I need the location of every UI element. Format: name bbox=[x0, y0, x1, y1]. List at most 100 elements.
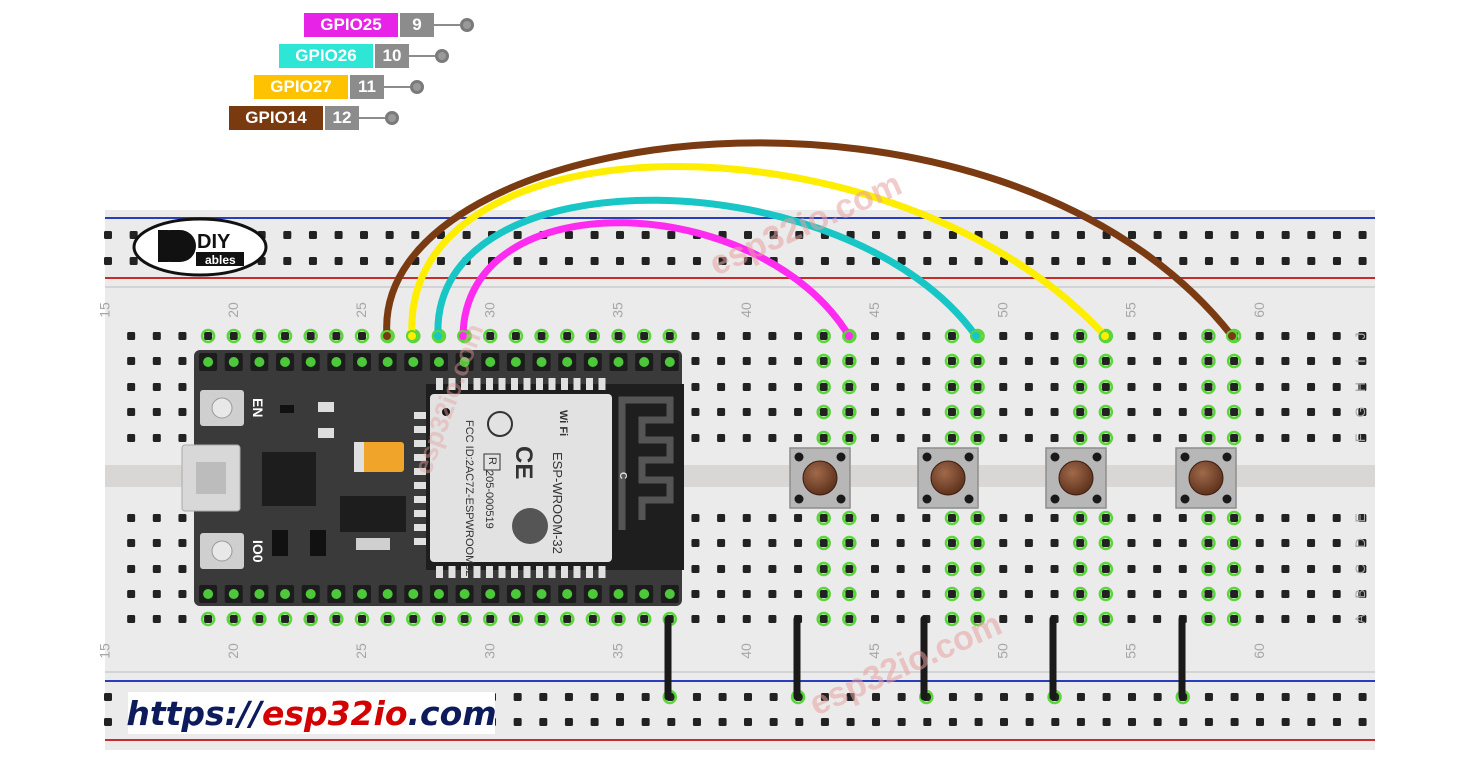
rail-hole bbox=[769, 693, 778, 701]
breadboard-hole bbox=[1281, 332, 1290, 340]
rail-hole bbox=[820, 718, 829, 726]
connected-hole-highlight bbox=[1201, 353, 1216, 369]
breadboard-hole bbox=[1050, 434, 1059, 442]
gpio-pin-dot-icon bbox=[385, 111, 399, 125]
url-domain: esp32io bbox=[261, 693, 408, 733]
esp32-pin-pad bbox=[613, 589, 624, 599]
rail-hole bbox=[820, 693, 829, 701]
rail-hole bbox=[308, 231, 317, 239]
connected-hole-highlight bbox=[1226, 535, 1242, 551]
breadboard-hole bbox=[794, 590, 803, 598]
connected-hole-highlight bbox=[1226, 430, 1242, 446]
rail-hole bbox=[923, 718, 932, 726]
column-number-label: 45 bbox=[866, 643, 882, 659]
breadboard-hole bbox=[1153, 332, 1162, 340]
rail-hole bbox=[1179, 718, 1188, 726]
breadboard-hole bbox=[614, 615, 623, 623]
connected-hole-highlight bbox=[200, 328, 216, 344]
rail-hole bbox=[283, 231, 292, 239]
pushbutton-cap bbox=[930, 460, 966, 496]
connected-hole-highlight bbox=[970, 535, 985, 551]
breadboard-hole bbox=[845, 590, 854, 598]
rail-hole bbox=[360, 231, 368, 239]
esp32-pin-pad bbox=[536, 589, 547, 599]
pushbutton-corner bbox=[922, 494, 932, 504]
breadboard-hole bbox=[973, 383, 982, 391]
breadboard-hole bbox=[999, 539, 1008, 547]
gpio-name-label: GPIO14 bbox=[229, 106, 323, 130]
gpio-label-row: GPIO27 11 bbox=[254, 75, 424, 99]
breadboard-hole bbox=[1127, 539, 1136, 547]
breadboard-hole bbox=[845, 357, 854, 365]
breadboard-hole bbox=[1101, 590, 1110, 598]
esp32-pin-pad bbox=[587, 357, 598, 367]
connected-hole-highlight bbox=[1226, 510, 1242, 526]
breadboard-hole bbox=[1332, 514, 1341, 522]
breadboard-hole bbox=[922, 434, 931, 442]
breadboard-hole bbox=[999, 565, 1008, 573]
breadboard-hole bbox=[1307, 615, 1316, 623]
pushbutton-corner bbox=[836, 494, 846, 504]
gpio-pin-number: 11 bbox=[350, 75, 384, 99]
connected-hole-highlight bbox=[842, 379, 857, 395]
rail-hole bbox=[1256, 693, 1264, 701]
pushbutton-corner bbox=[1180, 494, 1190, 504]
esp32-pin-pad bbox=[280, 589, 291, 599]
breadboard-hole bbox=[434, 615, 443, 623]
breadboard-hole bbox=[1230, 408, 1239, 416]
rail-hole bbox=[923, 231, 932, 239]
connected-hole-highlight bbox=[944, 535, 960, 551]
rail-hole bbox=[718, 257, 727, 265]
rail-hole bbox=[897, 718, 906, 726]
breadboard-hole bbox=[178, 357, 187, 365]
breadboard-hole bbox=[819, 565, 828, 573]
esp32-pin-pad bbox=[357, 357, 367, 367]
module-pad bbox=[573, 566, 581, 578]
breadboard-hole bbox=[1127, 357, 1136, 365]
column-number-label: 60 bbox=[1251, 302, 1267, 318]
wire-end-dot bbox=[1226, 330, 1238, 342]
rail-hole bbox=[1332, 257, 1341, 265]
connected-hole-highlight bbox=[1226, 379, 1242, 395]
breadboard-hole bbox=[1230, 514, 1239, 522]
breadboard-hole bbox=[178, 565, 187, 573]
rail-hole bbox=[513, 231, 522, 239]
breadboard-hole bbox=[1178, 565, 1187, 573]
rail-hole bbox=[667, 718, 676, 726]
rail-hole bbox=[104, 231, 112, 239]
rail-hole bbox=[104, 693, 112, 701]
breadboard-hole bbox=[794, 357, 803, 365]
connected-hole-highlight bbox=[816, 535, 831, 551]
breadboard-hole bbox=[922, 539, 931, 547]
breadboard-hole bbox=[768, 565, 777, 573]
breadboard-hole bbox=[178, 332, 187, 340]
breadboard-hole bbox=[332, 332, 341, 340]
connected-hole-highlight bbox=[508, 328, 524, 344]
esp32-pin-pad bbox=[510, 357, 521, 367]
rail-hole bbox=[1307, 257, 1316, 265]
breadboard-hole bbox=[845, 383, 854, 391]
rail-hole bbox=[1025, 693, 1034, 701]
rail-hole bbox=[539, 718, 548, 726]
breadboard-hole bbox=[1255, 539, 1264, 547]
pushbutton-corner bbox=[964, 452, 974, 462]
rail-hole bbox=[795, 257, 804, 265]
rail-hole bbox=[1025, 718, 1034, 726]
module-name: ESP-WROOM-32 bbox=[550, 452, 565, 554]
breadboard-hole bbox=[1024, 615, 1033, 623]
url-prefix: https:// bbox=[126, 693, 262, 733]
esp32-pin-pad bbox=[228, 589, 239, 599]
rail-hole bbox=[1281, 231, 1290, 239]
connected-hole-highlight bbox=[636, 611, 652, 627]
esp32-pin-pad bbox=[510, 589, 521, 599]
rail-hole bbox=[744, 231, 752, 239]
breadboard-hole bbox=[717, 565, 726, 573]
rail-hole bbox=[1204, 693, 1213, 701]
breadboard-hole bbox=[1050, 408, 1059, 416]
breadboard-hole bbox=[717, 434, 726, 442]
breadboard-hole bbox=[1230, 383, 1239, 391]
connected-hole-highlight bbox=[329, 328, 344, 344]
rail-hole bbox=[718, 693, 727, 701]
breadboard-hole bbox=[999, 590, 1008, 598]
breadboard-hole bbox=[768, 539, 777, 547]
